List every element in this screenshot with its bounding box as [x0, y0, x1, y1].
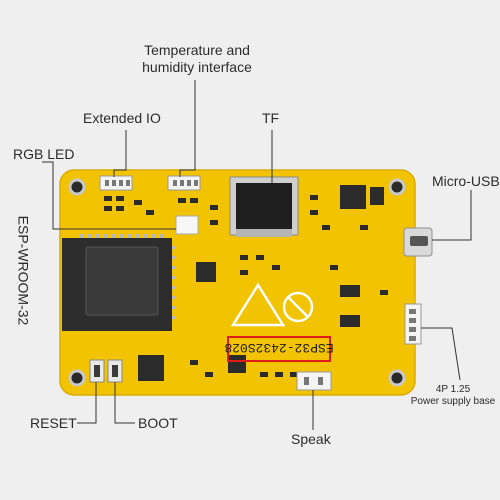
label-esp-wroom: ESP-WROOM-32: [15, 215, 32, 326]
leader-lines: [42, 80, 472, 430]
rgb-led: [175, 215, 199, 235]
label-micro-usb: Micro-USB: [432, 173, 500, 189]
label-speak: Speak: [291, 431, 331, 447]
tf-card-slot: [229, 176, 299, 237]
power-supply-connector: [404, 303, 422, 345]
speaker-connector: [296, 371, 332, 391]
label-power-supply: 4P 1.25 Power supply base: [410, 384, 496, 407]
reset-button: [89, 359, 105, 383]
smd-components: [104, 185, 388, 381]
label-rgb-led: RGB LED: [13, 146, 75, 162]
label-reset: RESET: [30, 415, 77, 431]
label-extended-io: Extended IO: [83, 110, 161, 126]
temp-humidity-connector: [167, 175, 201, 191]
label-temp-humidity: Temperature and humidity interface: [142, 42, 252, 75]
mounting-holes: [68, 178, 406, 387]
micro-usb-port: [403, 227, 433, 257]
certification-marks: [230, 282, 314, 327]
model-highlight-box: [227, 336, 331, 362]
label-boot: BOOT: [138, 415, 178, 431]
label-tf: TF: [262, 110, 280, 126]
boot-button: [107, 359, 123, 383]
extended-io-connector: [99, 175, 133, 191]
model-label: ESP32-2432S028: [224, 340, 333, 355]
